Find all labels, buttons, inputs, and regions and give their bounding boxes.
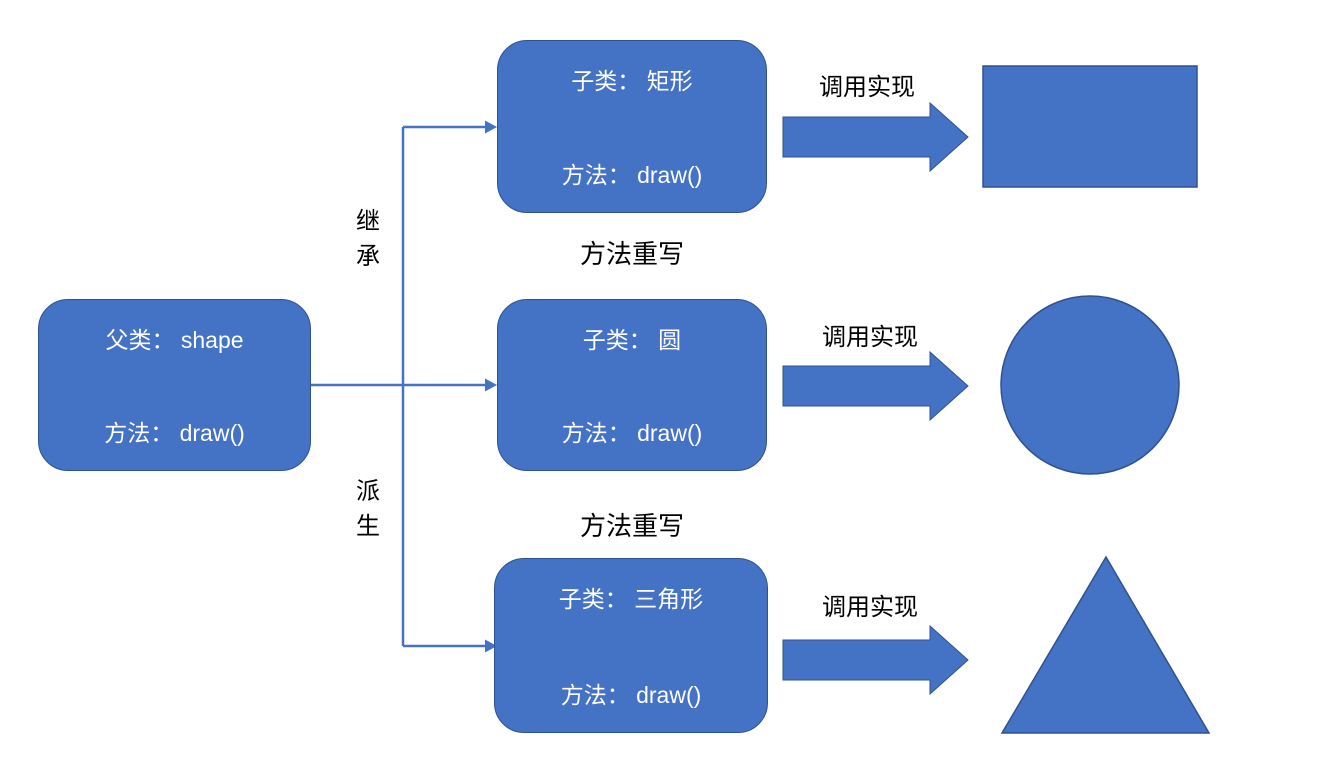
call-implementation-label-rectangle: 调用实现 (819, 74, 915, 101)
block-arrow-circle-icon (782, 350, 969, 422)
result-shapes (982, 65, 1211, 734)
method-override-label-bottom: 方法重写 (579, 511, 684, 541)
circle-shape (1000, 295, 1180, 475)
rectangle-shape (982, 65, 1198, 188)
connector-arrowheads (485, 120, 497, 653)
child-class-box-triangle: 子类： 三角形 方法： draw() (494, 558, 768, 733)
child-class-box-rectangle: 子类： 矩形 方法： draw() (497, 40, 767, 213)
triangle-shape (1000, 555, 1211, 734)
arrowhead-to-triangle-icon (485, 639, 497, 653)
child-class-box-circle: 子类： 圆 方法： draw() (497, 299, 767, 471)
call-implementation-label-circle: 调用实现 (822, 324, 918, 351)
block-arrows (782, 101, 969, 696)
derive-label: 派生 (356, 478, 380, 540)
connector-lines (311, 125, 486, 648)
method-override-label-top: 方法重写 (579, 239, 684, 269)
block-arrow-rectangle-icon (782, 101, 969, 173)
parent-class-name: 父类： shape (105, 327, 244, 353)
child-class-method: 方法： draw() (561, 420, 703, 446)
child-class-method: 方法： draw() (561, 162, 703, 188)
child-class-name: 子类： 圆 (582, 327, 682, 353)
arrowhead-to-rectangle-icon (485, 120, 497, 134)
child-class-method: 方法： draw() (560, 682, 702, 708)
call-implementation-label-triangle: 调用实现 (822, 594, 918, 621)
parent-class-method: 方法： draw() (104, 420, 245, 446)
parent-class-box: 父类： shape 方法： draw() (38, 299, 311, 471)
inherit-label: 继承 (356, 208, 380, 270)
child-class-name: 子类： 三角形 (558, 586, 704, 612)
block-arrow-triangle-icon (782, 624, 969, 696)
arrowhead-to-circle-icon (485, 378, 497, 392)
child-class-name: 子类： 矩形 (571, 68, 693, 94)
